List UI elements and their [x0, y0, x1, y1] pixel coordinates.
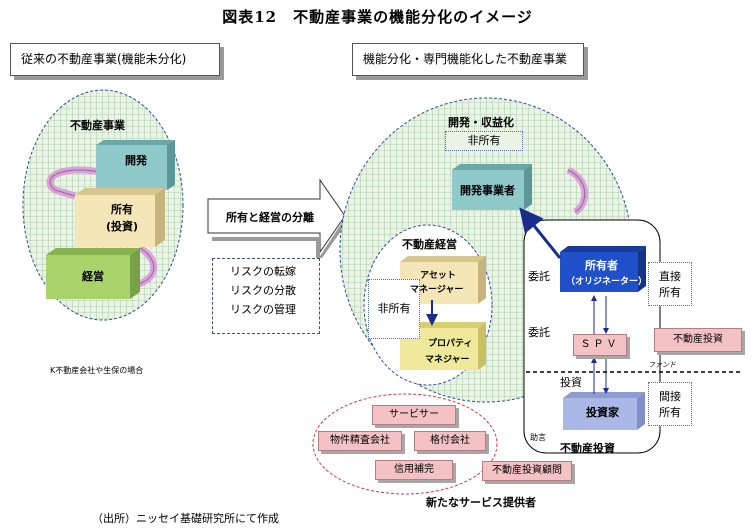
direct-own-label-2: 所有 — [659, 286, 681, 299]
asset-label-1: アセット — [420, 271, 456, 281]
developer-label: 開発事業者 — [460, 184, 515, 197]
mgmt-nonown-label: 非所有 — [377, 302, 411, 315]
right-header: 機能分化・専門機能化した不動産事業 — [352, 43, 584, 76]
dev-block-side — [96, 140, 175, 145]
real-estate-investment-box: 不動産投資 — [654, 328, 742, 352]
owner-label-1: 所有者 — [585, 259, 618, 272]
asset-label-2: マネージャー — [410, 285, 464, 295]
servicer-box: サービサー — [372, 405, 456, 425]
real-estate-investment-label: 不動産投資 — [673, 334, 723, 345]
mgmt-block — [46, 255, 130, 299]
indirect-own-box: 間接 所有 — [648, 382, 692, 426]
property-label-1: プロパティ — [428, 339, 473, 349]
own-block-side — [75, 188, 165, 195]
dev-block — [96, 145, 167, 190]
rating-box: 格付会社 — [414, 431, 486, 451]
source-note: （出所）ニッセイ基礎研究所にて作成 — [92, 512, 279, 525]
right-header-label: 機能分化・専門機能化した不動産事業 — [363, 52, 568, 66]
mgmt-block-label: 経営 — [82, 270, 104, 283]
own-block — [75, 195, 155, 247]
fund-label: ファンド — [648, 361, 676, 369]
entrust-label-2: 委託 — [528, 326, 550, 339]
left-footnote: K不動産会社や生保の場合 — [50, 366, 144, 375]
direct-own-label-1: 直接 — [659, 270, 681, 283]
service-oval — [312, 393, 498, 495]
advice-label: 助言 — [530, 433, 546, 442]
direct-own-box: 直接 所有 — [648, 262, 692, 306]
entrust-label-1: 委託 — [528, 270, 550, 283]
separation-arrow-label: 所有と経営の分離 — [226, 211, 314, 224]
credit-label: 信用補完 — [394, 464, 434, 475]
advisor-box: 不動産投資顧問 — [482, 461, 572, 481]
spv-label: ＳＰＶ — [580, 339, 620, 350]
property-label-2: マネジャー — [425, 355, 470, 365]
risk-item: リスクの管理 — [230, 303, 296, 316]
inspection-box: 物件精査会社 — [318, 431, 402, 451]
dev-block-label: 開発 — [125, 154, 147, 167]
left-header: 従来の不動産事業(機能未分化) — [10, 43, 220, 76]
investor-label: 投資家 — [586, 406, 619, 419]
left-header-label: 従来の不動産事業(機能未分化) — [21, 52, 187, 66]
mgmt-circle-title: 不動産経営 — [402, 238, 457, 251]
risk-item: リスクの転嫁 — [230, 265, 296, 278]
own-block-label-1: 所有 — [111, 203, 133, 216]
left-oval-title: 不動産事業 — [70, 119, 125, 132]
credit-box: 信用補完 — [375, 460, 453, 480]
mgmt-block-side — [46, 248, 140, 255]
owner-label-2: （オリジネーター） — [566, 277, 648, 287]
page-title: 図表12 不動産事業の機能分化のイメージ — [222, 8, 533, 26]
owner-to-developer-arrow — [519, 207, 562, 259]
rating-label: 格付会社 — [430, 435, 470, 446]
separation-arrow — [207, 178, 346, 254]
risk-item: リスクの分散 — [230, 284, 296, 297]
risk-list: リスクの転嫁 リスクの分散 リスクの管理 — [212, 258, 320, 334]
indirect-own-label-1: 間接 — [659, 390, 681, 403]
dev-nonown-box: 非所有 — [445, 131, 523, 151]
investment-label: 投資 — [560, 376, 582, 389]
spv-box: ＳＰＶ — [573, 334, 627, 356]
investment-area-title: 不動産投資 — [560, 442, 615, 455]
mgmt-nonown-box: 非所有 — [368, 279, 420, 339]
dev-section-title: 開発・収益化 — [448, 116, 514, 129]
advisor-label: 不動産投資顧問 — [492, 465, 562, 476]
indirect-own-label-2: 所有 — [659, 406, 681, 419]
inspection-label: 物件精査会社 — [330, 435, 390, 446]
owner-block — [560, 252, 638, 292]
own-block-label-2: (投資) — [105, 220, 139, 233]
investor-block — [563, 398, 637, 430]
developer-block — [452, 170, 524, 210]
dev-nonown-label: 非所有 — [467, 134, 501, 147]
servicer-label: サービサー — [389, 409, 439, 420]
service-providers-title: 新たなサービス提供者 — [426, 496, 536, 509]
